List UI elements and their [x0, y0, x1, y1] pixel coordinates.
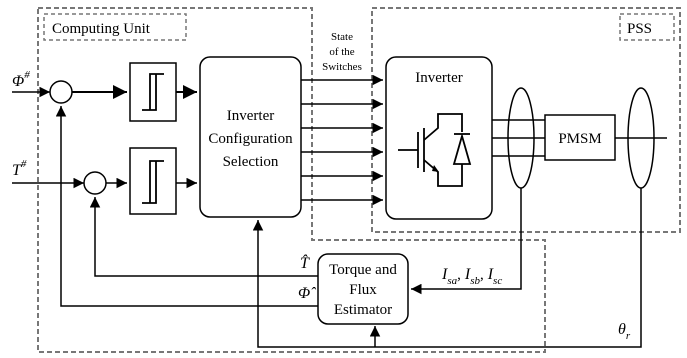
pss-label-box [619, 13, 675, 41]
flux-sum-junction [49, 80, 73, 104]
pmsm-label: PMSM [558, 131, 601, 147]
current-feedback-line [411, 188, 522, 295]
state-switches-label-3: Switches [322, 61, 362, 73]
computing-unit-label-box [43, 13, 187, 41]
flux-hysteresis-icon [142, 73, 164, 111]
flux-hysteresis-block [129, 62, 177, 122]
phase-lines [492, 119, 545, 157]
igbt-diode-icon [398, 113, 472, 187]
torque-hysteresis-block [129, 147, 177, 215]
computing-unit-label: Computing Unit [52, 21, 151, 37]
state-switches-label-2: of the [329, 46, 354, 58]
flux-est-label: Φ̂ [298, 285, 316, 302]
inverter-config-label-2: Configuration [208, 131, 293, 147]
inverter-config-block [199, 56, 302, 218]
theta-label: θr [618, 321, 631, 342]
inverter-config-label-3: Selection [223, 154, 279, 170]
inverter-label: Inverter [415, 70, 462, 86]
estimator-label-1: Torque and [329, 262, 397, 278]
theta-feedback-line [252, 188, 642, 348]
current-labels: Isa,Isb,Isc [441, 266, 502, 287]
flux-est-feedback-line [55, 106, 318, 307]
inverter-config-label-1: Inverter [227, 108, 274, 124]
igbt-emitter-arrow [432, 165, 439, 172]
flux-ref-label: Φ# [12, 69, 30, 90]
switch-state-arrows [301, 74, 383, 206]
torque-ref-label: T# [12, 158, 27, 179]
torque-est-feedback-line [89, 197, 318, 277]
torque-sum-junction [83, 171, 107, 195]
pmsm-block [544, 114, 616, 161]
estimator-label-2: Flux [349, 282, 377, 298]
torque-est-label: T̂ [300, 253, 310, 272]
torque-hysteresis-icon [142, 160, 164, 204]
estimator-label-3: Estimator [334, 302, 392, 318]
pss-label: PSS [627, 21, 652, 37]
computing-unit-boundary [37, 7, 546, 353]
pss-boundary [371, 7, 681, 233]
state-switches-label-1: State [331, 31, 353, 43]
estimator-block [317, 253, 409, 325]
